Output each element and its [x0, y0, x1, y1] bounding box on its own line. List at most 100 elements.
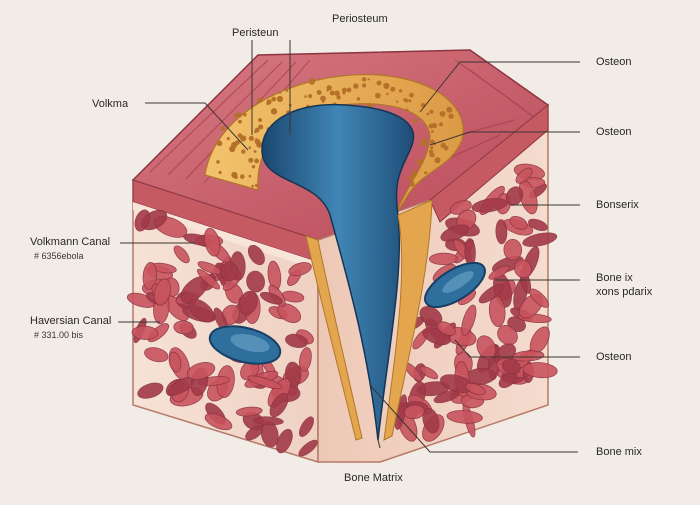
- tissue-cell: [246, 270, 265, 293]
- tissue-cell: [131, 325, 159, 340]
- spongy-pore: [398, 89, 403, 93]
- spongy-pore: [326, 85, 332, 91]
- spongy-pore: [408, 175, 414, 181]
- spongy-pore: [235, 140, 240, 146]
- tissue-cell: [495, 219, 508, 245]
- tissue-cell: [446, 410, 483, 424]
- spongy-pore: [248, 135, 254, 141]
- spongy-pore: [254, 127, 260, 133]
- spongy-pore: [248, 174, 252, 178]
- tissue-cell: [144, 347, 169, 363]
- spongy-pore: [448, 113, 454, 119]
- spongy-pore: [439, 122, 443, 127]
- spongy-pore: [405, 108, 409, 112]
- spongy-pore: [329, 90, 335, 96]
- right-face-tissue-pattern: [394, 163, 558, 442]
- tissue-cell: [153, 278, 172, 306]
- spongy-pore: [424, 171, 428, 175]
- tissue-cell: [168, 351, 182, 373]
- spongy-pore: [409, 92, 414, 98]
- label-volkmann-code: # 6356ebola: [34, 251, 84, 261]
- label-osteon-3: Osteon: [596, 351, 632, 363]
- spongy-pore: [341, 87, 347, 93]
- tissue-cell: [298, 439, 318, 457]
- tissue-cell: [203, 227, 221, 257]
- label-volkmann-canal: Volkmann Canal: [30, 236, 111, 248]
- tissue-cell: [522, 232, 558, 247]
- label-periosteum-top: Periosteum: [332, 13, 388, 25]
- tissue-cell: [137, 382, 164, 399]
- spongy-pore: [220, 125, 226, 131]
- spongy-pore: [248, 146, 252, 149]
- spongy-pore: [254, 183, 259, 188]
- label-bone-mix: Bone mix: [596, 446, 642, 458]
- spongy-pore: [446, 106, 453, 113]
- tissue-cell: [513, 259, 532, 279]
- spongy-pore: [390, 86, 396, 92]
- leader-lines: [118, 40, 580, 453]
- label-haversian-canal: Haversian Canal: [30, 315, 112, 327]
- spongy-pore: [256, 141, 263, 148]
- tissue-cell: [220, 262, 239, 281]
- tissue-cell: [429, 252, 458, 266]
- tissue-cell: [505, 186, 524, 206]
- tissue-cell: [497, 325, 518, 346]
- label-volkma: Volkma: [92, 98, 129, 110]
- spongy-pore: [308, 94, 313, 99]
- spongy-pore: [431, 122, 438, 129]
- tissue-cell: [515, 167, 533, 184]
- tissue-cell: [142, 262, 157, 290]
- spongy-pore: [413, 119, 418, 124]
- tissue-cell: [503, 239, 523, 261]
- spongy-pore: [439, 111, 446, 117]
- tissue-cell: [461, 304, 477, 336]
- tissue-cell: [253, 416, 284, 426]
- spongy-pore: [218, 170, 222, 175]
- tissue-cell: [436, 321, 456, 336]
- spongy-pore: [251, 165, 256, 169]
- spongy-pore: [334, 90, 340, 96]
- spongy-pore: [276, 95, 283, 103]
- tissue-cell: [440, 224, 470, 242]
- tissue-cell: [235, 406, 263, 417]
- spongy-pore: [278, 91, 282, 95]
- spongy-pore: [396, 100, 399, 104]
- tissue-cell: [186, 362, 216, 380]
- tissue-cell: [247, 375, 283, 390]
- tissue-cell: [403, 404, 425, 420]
- spongy-pore: [409, 181, 415, 187]
- spongy-pore: [367, 78, 370, 81]
- spongy-pore: [408, 99, 412, 103]
- right-face-periosteum-band: [429, 103, 549, 223]
- spongy-pore: [411, 170, 416, 175]
- tissue-cell: [173, 320, 194, 335]
- spongy-pore: [353, 83, 359, 89]
- tissue-cell: [196, 268, 221, 290]
- spongy-pore: [271, 96, 277, 102]
- tissue-cell: [259, 291, 283, 305]
- spongy-pore: [248, 157, 254, 163]
- spongy-pore: [253, 150, 257, 153]
- spongy-pore: [258, 118, 263, 122]
- label-bone-matrix: Bone Matrix: [344, 472, 403, 484]
- label-bonserix: Bonserix: [596, 199, 639, 211]
- tissue-cell: [465, 382, 486, 396]
- tissue-cell: [501, 358, 521, 375]
- tissue-cell: [522, 362, 558, 379]
- tissue-cell: [276, 428, 293, 454]
- spongy-pore: [304, 95, 307, 98]
- spongy-pore: [216, 160, 220, 164]
- tissue-cell: [239, 290, 258, 315]
- spongy-pore: [430, 145, 434, 150]
- tissue-cell: [277, 303, 302, 324]
- label-peristeun: Peristeun: [232, 27, 279, 39]
- label-xons-pdarix: xons pdarix: [596, 286, 653, 298]
- tissue-cell: [134, 209, 151, 232]
- tissue-cell: [247, 244, 265, 266]
- spongy-pore: [428, 149, 434, 154]
- canal-wall-left: [305, 235, 363, 441]
- spongy-pore: [241, 149, 246, 154]
- spongy-pore: [422, 138, 428, 144]
- spongy-pore: [270, 108, 278, 115]
